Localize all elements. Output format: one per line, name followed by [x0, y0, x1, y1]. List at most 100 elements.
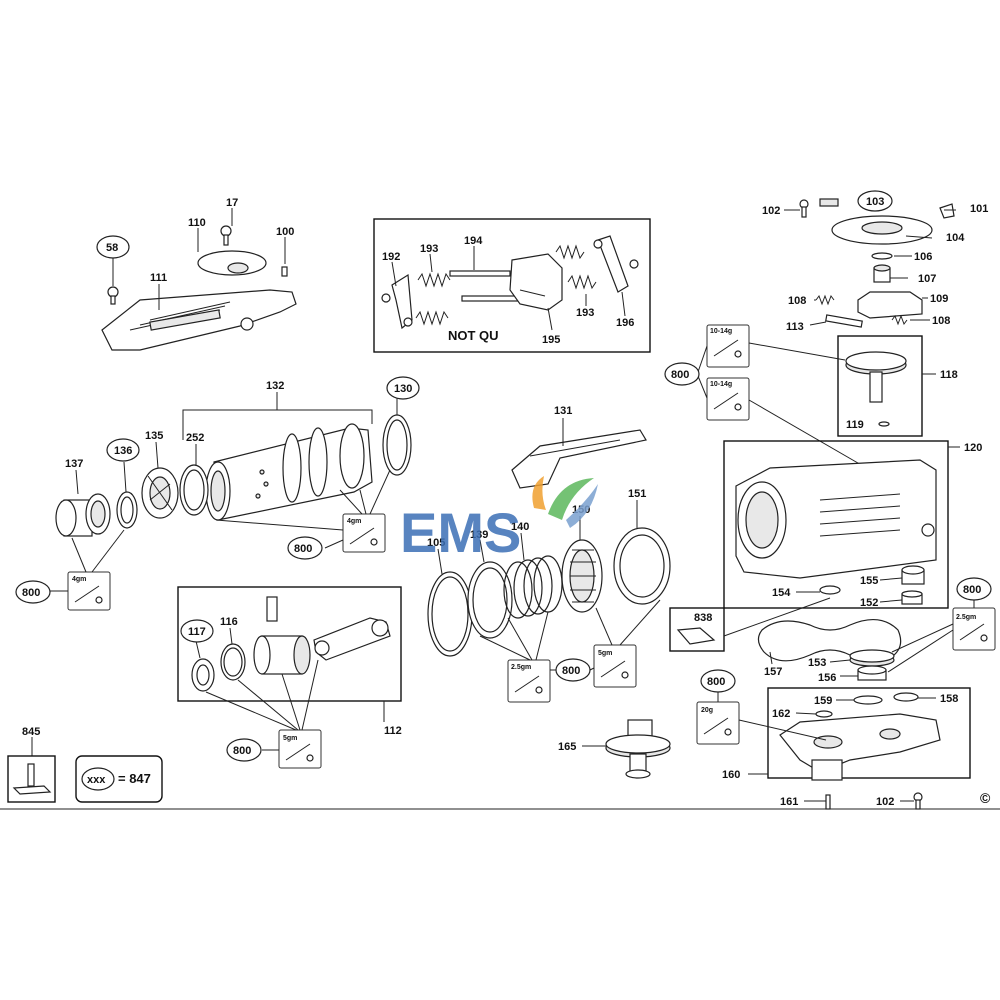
label-132: 132 [266, 380, 284, 392]
part-119-washer [878, 421, 890, 427]
label-135: 135 [145, 430, 163, 442]
box-160 [767, 687, 971, 779]
part-piston-pin [266, 596, 278, 622]
label-845: 845 [22, 726, 40, 738]
label-159: 159 [814, 695, 832, 707]
label-193-left: 193 [420, 243, 438, 255]
part-196-bracket [593, 235, 639, 293]
grease-pack-5gm-a [593, 644, 637, 688]
label-153: 153 [808, 657, 826, 669]
part-156-ring [857, 665, 887, 681]
callout-800-d [555, 658, 591, 682]
label-105: 105 [427, 537, 445, 549]
part-bush [85, 493, 111, 535]
label-800-f: 800 [963, 584, 981, 596]
label-107: 107 [918, 273, 936, 285]
part-838-clip [676, 627, 716, 645]
label-160: 160 [722, 769, 740, 781]
label-112: 112 [384, 725, 402, 737]
part-155-bearing [901, 565, 925, 585]
part-139-ring [467, 561, 513, 639]
callout-800-a [664, 362, 700, 386]
grease-label-20g: 20g [701, 707, 713, 714]
callout-800-c [15, 580, 51, 604]
label-162: 162 [772, 708, 790, 720]
part-154-ring [819, 585, 841, 595]
label-118: 118 [940, 369, 958, 381]
grease-label-2.5gm-a: 2.5gm [511, 664, 531, 671]
label-800-a: 800 [671, 369, 689, 381]
part-140-spring [503, 555, 563, 619]
callout-800-f [956, 577, 992, 601]
label-155: 155 [860, 575, 878, 587]
label-101: 101 [970, 203, 988, 215]
part-193-spring-right [555, 244, 597, 290]
grease-label-10-14g-b: 10-14g [710, 381, 732, 388]
legend-box [75, 755, 163, 803]
grease-pack-2.5gm-a [507, 659, 551, 703]
label-157: 157 [764, 666, 782, 678]
part-195-block [509, 253, 563, 311]
label-800-g: 800 [707, 676, 725, 688]
legend-xxx: xxx [87, 774, 106, 786]
part-136-ring [116, 491, 138, 529]
logo-leaf-green [548, 478, 594, 520]
label-151: 151 [628, 488, 646, 500]
part-161-screw [825, 794, 831, 810]
label-800-c: 800 [22, 587, 40, 599]
grease-label-10-14g-a: 10-14g [710, 328, 732, 335]
part-102-screw-bottom [913, 792, 923, 810]
label-119: 119 [846, 419, 864, 431]
part-118-gear [845, 351, 907, 403]
not-qu-box [373, 218, 651, 353]
grease-label-5gm-a: 5gm [598, 650, 612, 657]
box-838 [669, 607, 725, 652]
grease-pack-20g [696, 701, 740, 745]
callout-136 [106, 438, 140, 462]
part-108-spring-b [891, 314, 908, 326]
label-194: 194 [464, 235, 483, 247]
part-58-screw [107, 286, 119, 305]
label-58: 58 [106, 242, 118, 254]
part-100-pin [281, 266, 288, 277]
label-131: 131 [554, 405, 572, 417]
part-120-housing [735, 459, 937, 579]
grease-pack-2.5gm-b [952, 607, 996, 651]
part-117-washer [191, 658, 215, 692]
label-156: 156 [818, 672, 836, 684]
label-193-right: 193 [576, 307, 594, 319]
part-845-label-plate [12, 763, 52, 795]
label-196: 196 [616, 317, 634, 329]
label-252: 252 [186, 432, 204, 444]
part-17-screw [220, 225, 232, 246]
grease-label-2.5gm-b: 2.5gm [956, 614, 976, 621]
part-150-bearing [561, 539, 603, 613]
part-151-race [613, 527, 671, 605]
part-192-bracket [381, 273, 413, 330]
label-106: 106 [914, 251, 932, 263]
callout-130 [386, 376, 420, 400]
part-193-spring-left [415, 272, 451, 326]
label-120: 120 [964, 442, 982, 454]
part-102-screw-top [799, 199, 809, 218]
callout-58 [96, 235, 130, 259]
callout-800-b [287, 536, 323, 560]
logo-leaf-blue [566, 484, 598, 528]
part-103-pad [819, 198, 839, 207]
callout-103 [857, 190, 893, 212]
label-108-a: 108 [788, 295, 806, 307]
box-118 [837, 335, 923, 437]
copyright-mark: © [980, 790, 991, 806]
part-cylinder [205, 423, 373, 521]
label-161: 161 [780, 796, 798, 808]
label-110: 110 [188, 217, 206, 229]
callout-800-g [700, 669, 736, 693]
part-152-ring [901, 590, 923, 605]
grease-pack-4gm-a [342, 513, 386, 553]
label-154: 154 [772, 587, 791, 599]
legend-eq: = 847 [118, 771, 151, 786]
logo-text: EMS [400, 501, 521, 564]
label-800-b: 800 [294, 543, 312, 555]
logo-leaf-orange [532, 476, 546, 510]
